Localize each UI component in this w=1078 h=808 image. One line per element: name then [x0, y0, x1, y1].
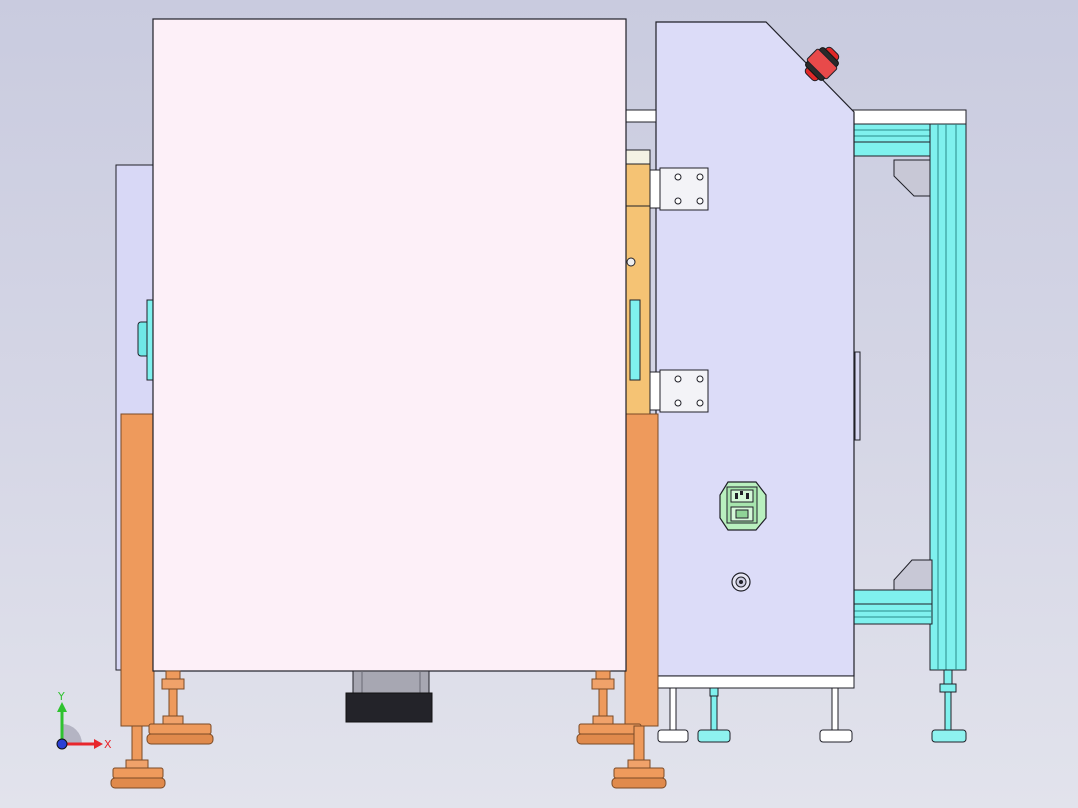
emergency-stop-icon[interactable] — [799, 41, 844, 86]
extrusion-frame — [851, 109, 967, 743]
x-axis-arrow — [94, 739, 103, 749]
hinge-upper — [649, 167, 709, 211]
right-copper-column — [624, 413, 659, 727]
side-control-panel — [655, 21, 861, 689]
y-axis-arrow — [57, 702, 67, 712]
panel-feet — [657, 687, 853, 743]
y-axis-label: Y — [57, 690, 65, 703]
bottom-cylinder — [345, 670, 433, 723]
foot-right-outer — [611, 725, 667, 789]
x-axis-label: X — [104, 738, 112, 751]
left-copper-column — [120, 413, 155, 727]
main-cabinet-panel — [152, 18, 627, 672]
power-socket-icon[interactable] — [719, 481, 767, 531]
coordinate-triad: Y X — [56, 690, 112, 751]
connector-icon[interactable] — [731, 572, 751, 592]
foot-left-inner — [146, 670, 214, 745]
z-axis-origin — [56, 738, 68, 750]
foot-left-outer — [110, 725, 166, 789]
orange-rail — [625, 109, 657, 415]
hinge-lower — [649, 369, 709, 413]
